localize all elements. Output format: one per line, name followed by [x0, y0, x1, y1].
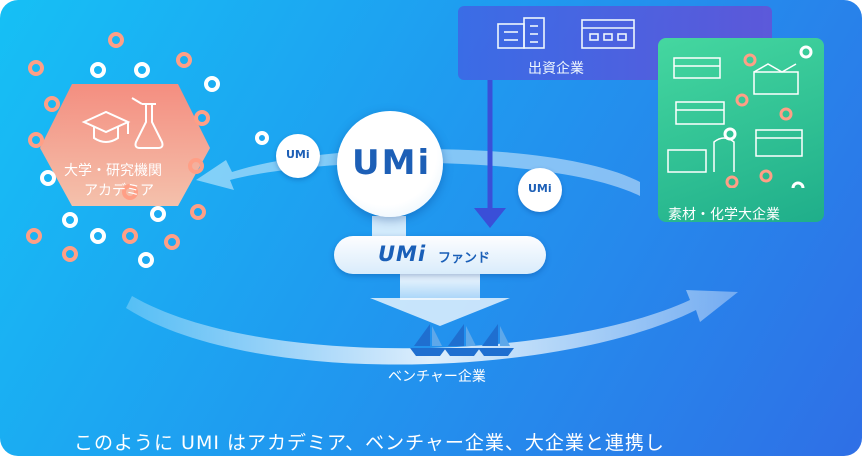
lower-flow-arrow	[126, 290, 738, 365]
umi-center-logo-text: UMi	[352, 143, 432, 183]
factory-icon	[667, 45, 813, 188]
sailboat-icon	[410, 324, 514, 356]
caption-text: このように UMI はアカデミア、ベンチャー企業、大企業と連携し	[74, 432, 665, 454]
graduation-cap-icon	[81, 110, 131, 143]
academia-hexagon	[40, 84, 210, 206]
umi-fund-pill: UMi ファンド	[334, 236, 546, 274]
academia-label-line2: アカデミア	[84, 183, 154, 199]
academia-label-line1: 大学・研究機関	[64, 163, 162, 179]
center-to-fund-link	[372, 216, 406, 238]
fund-arrow-body	[400, 274, 480, 300]
umi-small-logo-left-text: UMi	[286, 148, 310, 161]
umi-center-logo: UMi	[337, 111, 443, 217]
umi-small-logo-right: UMi	[518, 168, 562, 212]
umi-small-logo-left: UMi	[276, 134, 320, 178]
building-icon	[497, 17, 635, 49]
investor-label: 出資企業	[528, 61, 584, 77]
fund-arrow-head	[370, 298, 510, 326]
academia-dots	[26, 32, 269, 268]
corporate-label: 素材・化学大企業	[668, 207, 780, 223]
fund-logo: UMi	[378, 242, 427, 266]
corporate-box: 素材・化学大企業	[658, 38, 824, 223]
fund-text: ファンド	[438, 251, 491, 266]
ventures-label: ベンチャー企業	[388, 369, 486, 385]
flask-icon	[131, 97, 164, 149]
investor-arrow-head	[474, 208, 506, 228]
umi-small-logo-right-text: UMi	[528, 182, 552, 195]
